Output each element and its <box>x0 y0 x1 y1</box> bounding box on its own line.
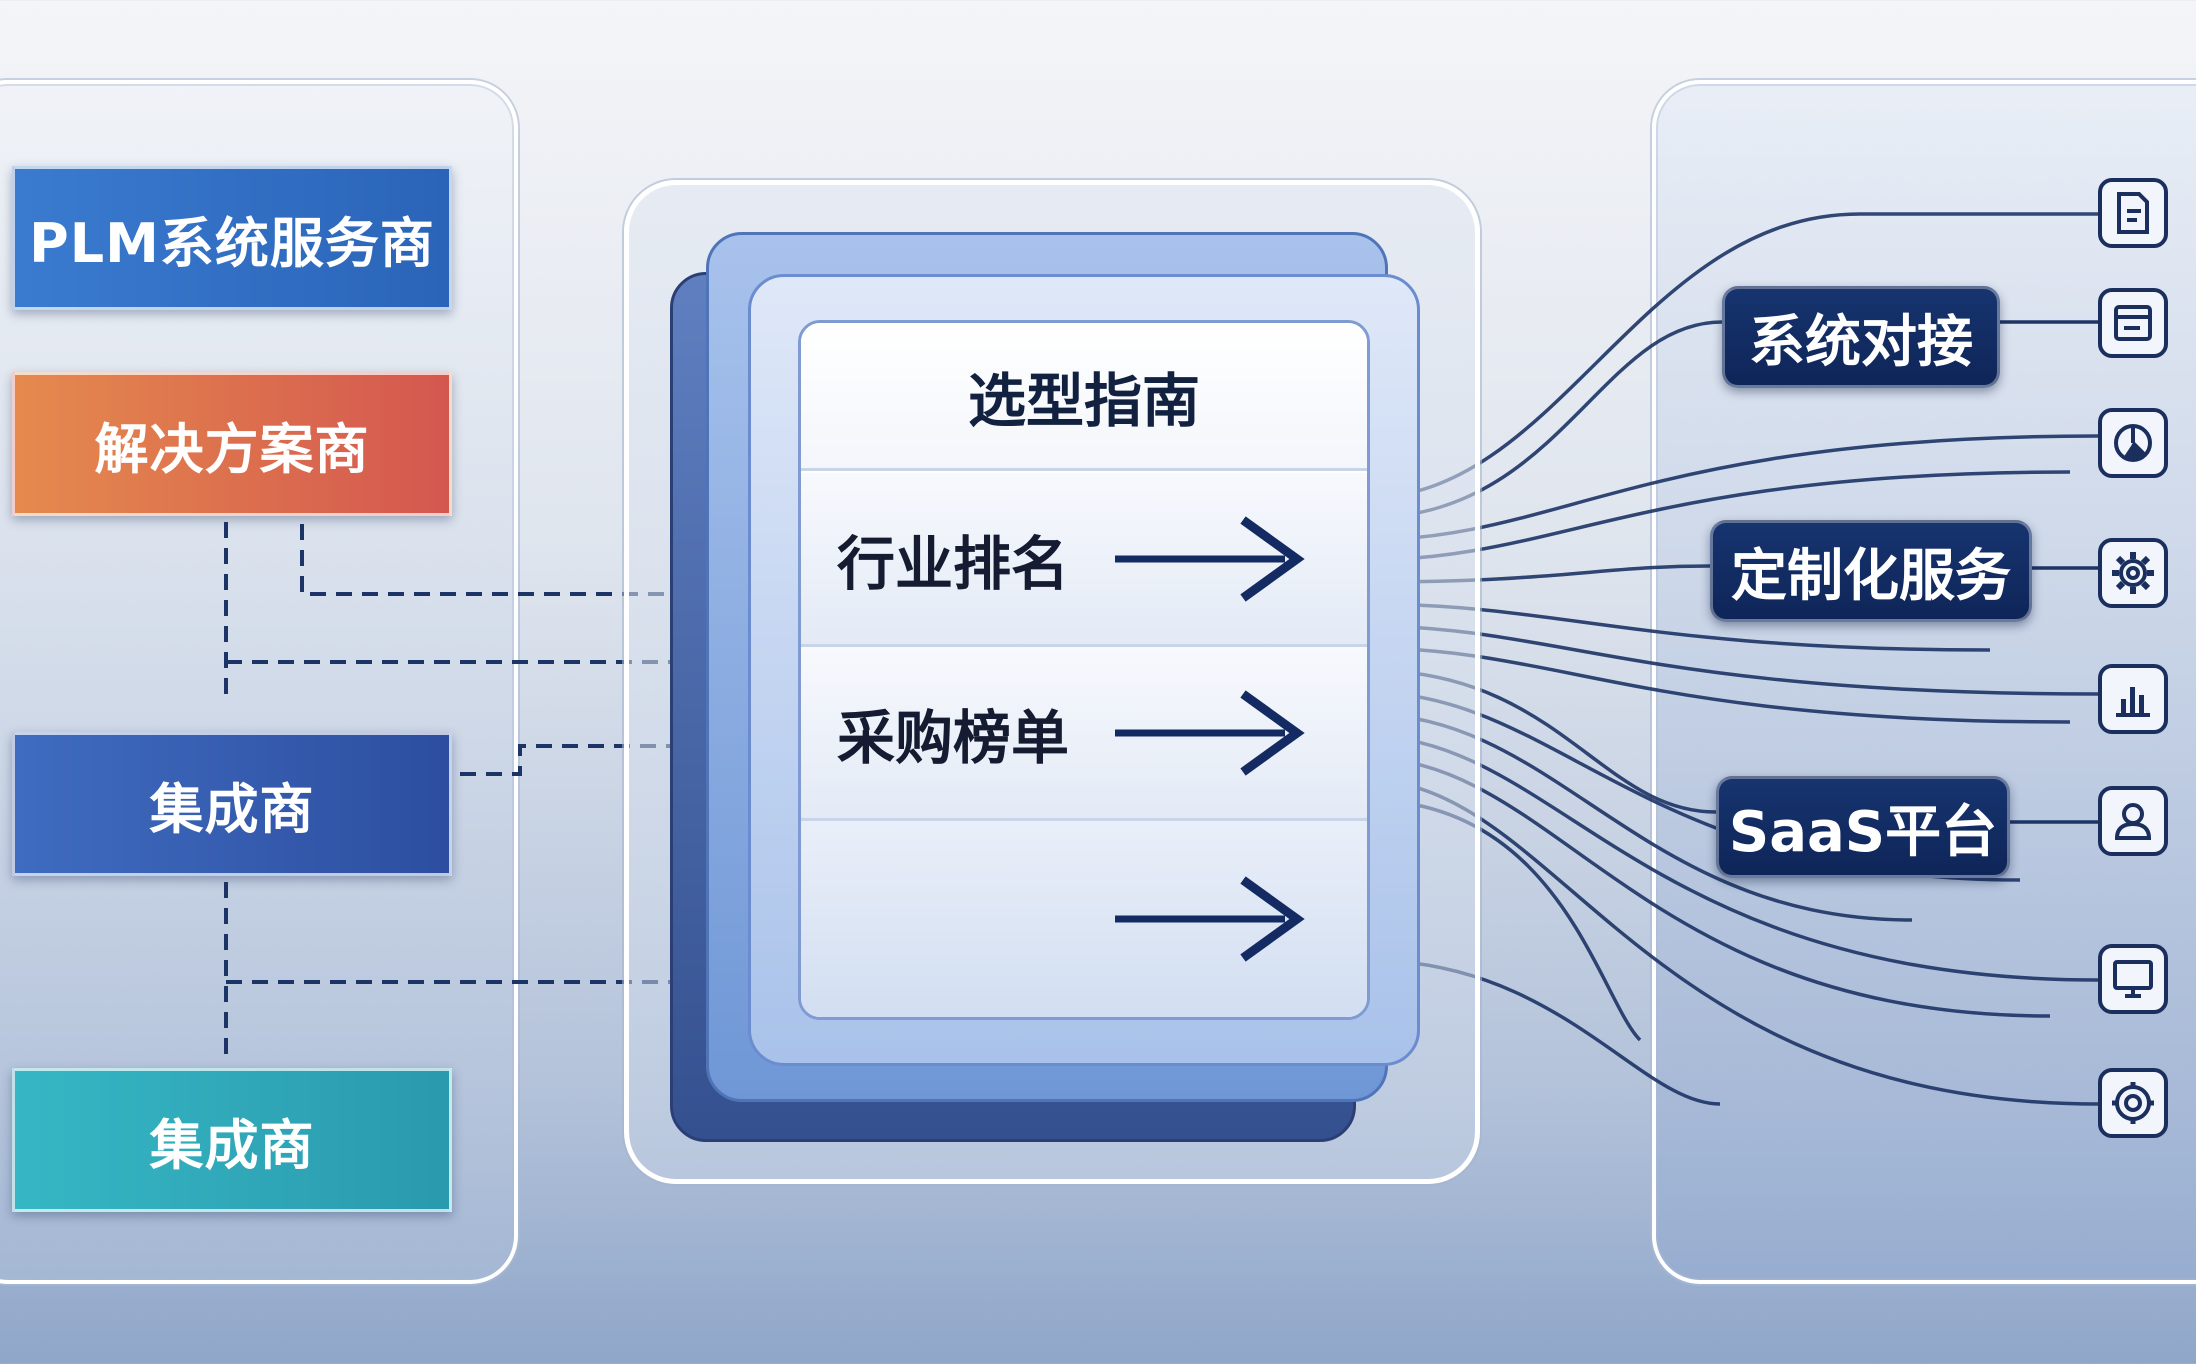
tag-customization-service: 定制化服务 <box>1710 520 2032 622</box>
pie-chart-icon[interactable] <box>2098 408 2168 478</box>
arrow-right-icon <box>1115 689 1305 776</box>
guide-row-procurement-list[interactable]: 采购榜单 <box>801 647 1367 821</box>
target-icon[interactable] <box>2098 1068 2168 1138</box>
role-integrator-secondary: 集成商 <box>12 1068 452 1212</box>
tag-system-label: 系统对接 <box>1749 309 1973 375</box>
guide-row-label: 行业排名 <box>837 529 1070 598</box>
arrow-right-icon <box>1115 515 1305 602</box>
selection-guide-card: 选型指南 行业排名 采购榜单 <box>798 320 1370 1020</box>
guide-title: 选型指南 <box>801 323 1367 471</box>
tag-saas-label: SaaS平台 <box>1728 799 1998 865</box>
guide-row-industry-ranking[interactable]: 行业排名 <box>801 473 1367 647</box>
role-solution-label: 解决方案商 <box>94 417 370 481</box>
gear-icon[interactable] <box>2098 538 2168 608</box>
tag-system-integration: 系统对接 <box>1722 286 2000 388</box>
role-integrator-secondary-label: 集成商 <box>149 1113 315 1177</box>
tag-custom-label: 定制化服务 <box>1731 543 2011 609</box>
tag-saas-platform: SaaS平台 <box>1716 776 2010 878</box>
role-integrator-primary: 集成商 <box>12 732 452 876</box>
document-icon[interactable] <box>2098 178 2168 248</box>
role-plm-label: PLM系统服务商 <box>29 211 435 275</box>
monitor-icon[interactable] <box>2098 944 2168 1014</box>
role-solution-provider: 解决方案商 <box>12 372 452 516</box>
guide-row-label: 采购榜单 <box>837 703 1070 772</box>
arrow-right-icon <box>1115 876 1305 962</box>
bar-chart-icon[interactable] <box>2098 664 2168 734</box>
guide-row-empty[interactable] <box>801 821 1367 1017</box>
role-integrator-primary-label: 集成商 <box>149 777 315 841</box>
role-plm-vendor: PLM系统服务商 <box>12 166 452 310</box>
user-icon[interactable] <box>2098 786 2168 856</box>
window-icon[interactable] <box>2098 288 2168 358</box>
